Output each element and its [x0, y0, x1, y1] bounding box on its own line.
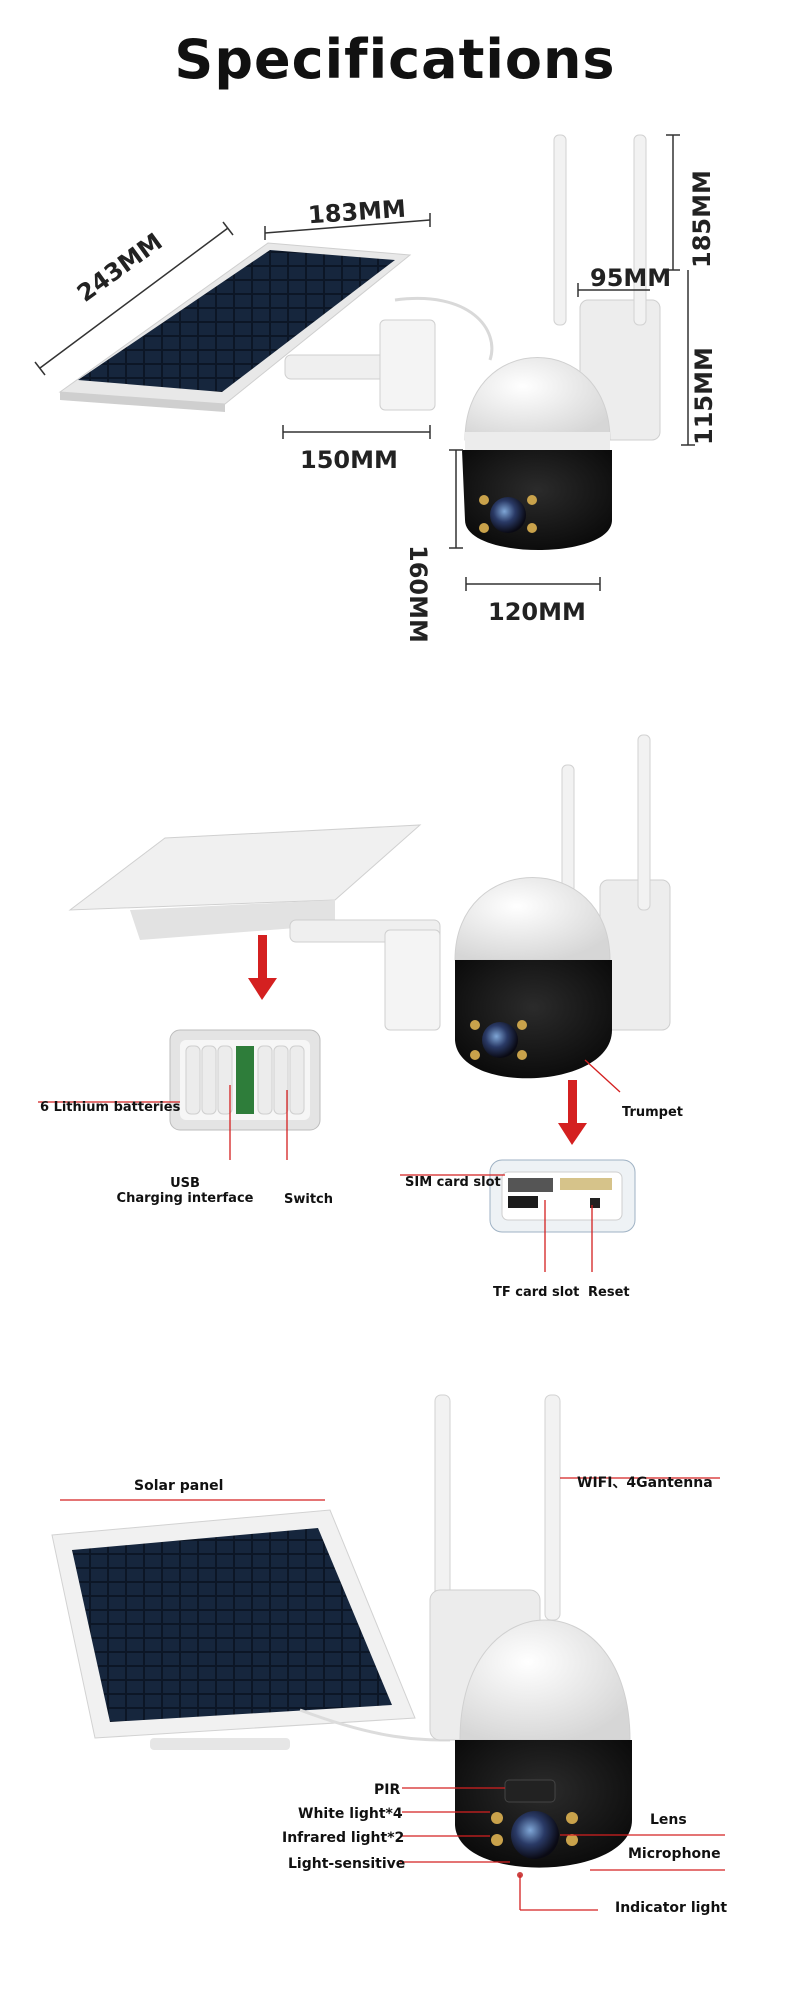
label-sim-slot: SIM card slot: [405, 1175, 501, 1190]
label-usb-line1: USB: [170, 1176, 200, 1191]
label-indicator-light: Indicator light: [615, 1900, 728, 1916]
dimension-bracket-arm: 150MM: [300, 446, 398, 474]
label-infrared-light: Infrared light*2: [282, 1830, 405, 1846]
red-arrows: [248, 935, 587, 1145]
label-usb: USB Charging interface: [110, 1176, 260, 1206]
card-slot-panel: [489, 1159, 636, 1233]
dimension-antenna-height: 185MM: [688, 170, 716, 268]
dimension-lines: [34, 134, 695, 591]
label-switch: Switch: [284, 1192, 334, 1207]
label-pir: PIR: [374, 1782, 401, 1798]
label-microphone: Microphone: [628, 1846, 721, 1862]
component-solar-panel: [68, 824, 422, 940]
spec-camera: [462, 134, 661, 550]
component-camera: [289, 734, 671, 1079]
dimension-mount-width: 95MM: [590, 264, 672, 292]
spec-solar-panel: [58, 242, 412, 412]
label-light-sensitive: Light-sensitive: [288, 1856, 406, 1872]
label-tf-slot: TF card slot: [493, 1285, 580, 1300]
feature-solar-panel: [51, 1509, 451, 1750]
dimension-camera-width: 120MM: [488, 598, 586, 626]
component-callouts: [38, 1059, 621, 1272]
label-solar-panel: Solar panel: [134, 1478, 224, 1494]
feature-camera: [429, 1394, 632, 1878]
label-trumpet: Trumpet: [622, 1105, 683, 1120]
label-white-light: White light*4: [298, 1806, 403, 1822]
spec-bracket: [284, 297, 494, 411]
battery-compartment: [169, 1029, 321, 1131]
label-reset: Reset: [588, 1285, 630, 1300]
dimension-mount-height: 115MM: [690, 347, 718, 445]
label-batteries: 6 Lithium batteries: [40, 1100, 181, 1115]
dimension-camera-height: 160MM: [404, 545, 432, 643]
label-usb-line2: Charging interface: [116, 1191, 254, 1206]
label-lens: Lens: [650, 1812, 687, 1828]
label-antenna: WIFI、4Gantenna: [577, 1475, 713, 1491]
page-title: Specifications: [174, 28, 616, 91]
feature-callouts: [60, 1477, 725, 1911]
